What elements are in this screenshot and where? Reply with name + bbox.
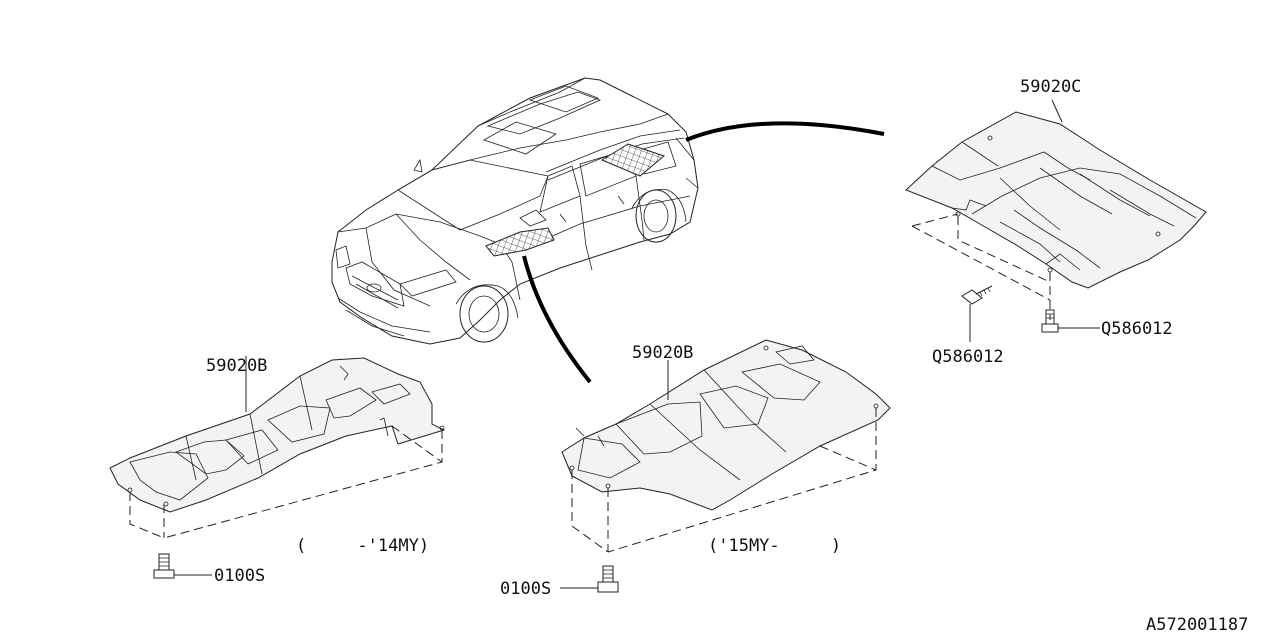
vehicle-illustration	[331, 77, 885, 384]
fastener-label-right-right: Q586012	[1101, 319, 1173, 339]
applicability-label-left: ( -'14MY)	[296, 536, 429, 556]
under-cover-part-left[interactable]: 59020B ( -'14MY) 0100S	[109, 356, 446, 586]
screw-icon	[961, 285, 993, 305]
under-cover-part-right[interactable]: 59020C Q586012 Q586012	[905, 77, 1207, 367]
leader-line-front	[522, 255, 592, 384]
diagram-reference-code: A572001187	[1146, 615, 1248, 635]
part-number-label-center: 59020B	[632, 343, 693, 363]
applicability-label-center: ('15MY- )	[708, 536, 841, 556]
part-number-label-right: 59020C	[1020, 77, 1081, 97]
fastener-label-center: 0100S	[500, 579, 551, 599]
bolt-icon	[597, 565, 619, 593]
fastener-label-right-left: Q586012	[932, 347, 1004, 367]
rear-undercover-highlight	[600, 143, 666, 177]
under-cover-part-center[interactable]: 59020B ('15MY- ) 0100S	[500, 339, 891, 599]
bolt-icon	[153, 553, 175, 579]
front-undercover-highlight	[485, 227, 555, 257]
fastener-label-left: 0100S	[214, 566, 265, 586]
part-number-label-left: 59020B	[206, 356, 267, 376]
leader-line-rear	[685, 121, 885, 142]
screw-icon	[1041, 309, 1059, 333]
